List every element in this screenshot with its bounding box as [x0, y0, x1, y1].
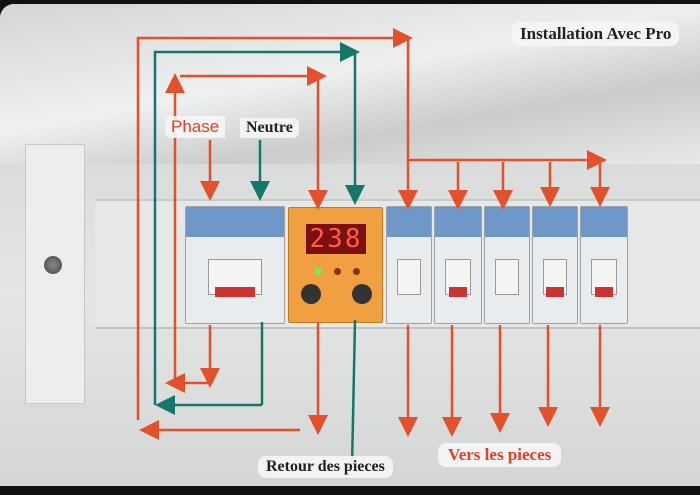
led: [334, 268, 341, 275]
breaker: [580, 206, 628, 324]
arrow: [136, 28, 413, 420]
main-differential-breaker: [185, 206, 285, 324]
breaker: [484, 206, 530, 324]
led: [353, 268, 360, 275]
panel-side: [25, 144, 85, 404]
vers-label: Vers les pieces: [438, 443, 562, 467]
led-green: [315, 268, 322, 275]
phase-label: Phase: [165, 116, 226, 138]
set-button: [301, 284, 321, 304]
voltage-display: 238: [306, 224, 366, 254]
retour-label: Retour des pieces: [258, 456, 393, 478]
breaker: [386, 206, 432, 324]
video-title: Installation Avec Pro: [512, 22, 680, 46]
voltmeter-module: 238: [288, 207, 383, 323]
breaker: [532, 206, 578, 324]
neutre-label: Neutre: [240, 118, 299, 138]
mode-button: [352, 284, 372, 304]
breaker: [434, 206, 482, 324]
screw-icon: [44, 256, 62, 274]
